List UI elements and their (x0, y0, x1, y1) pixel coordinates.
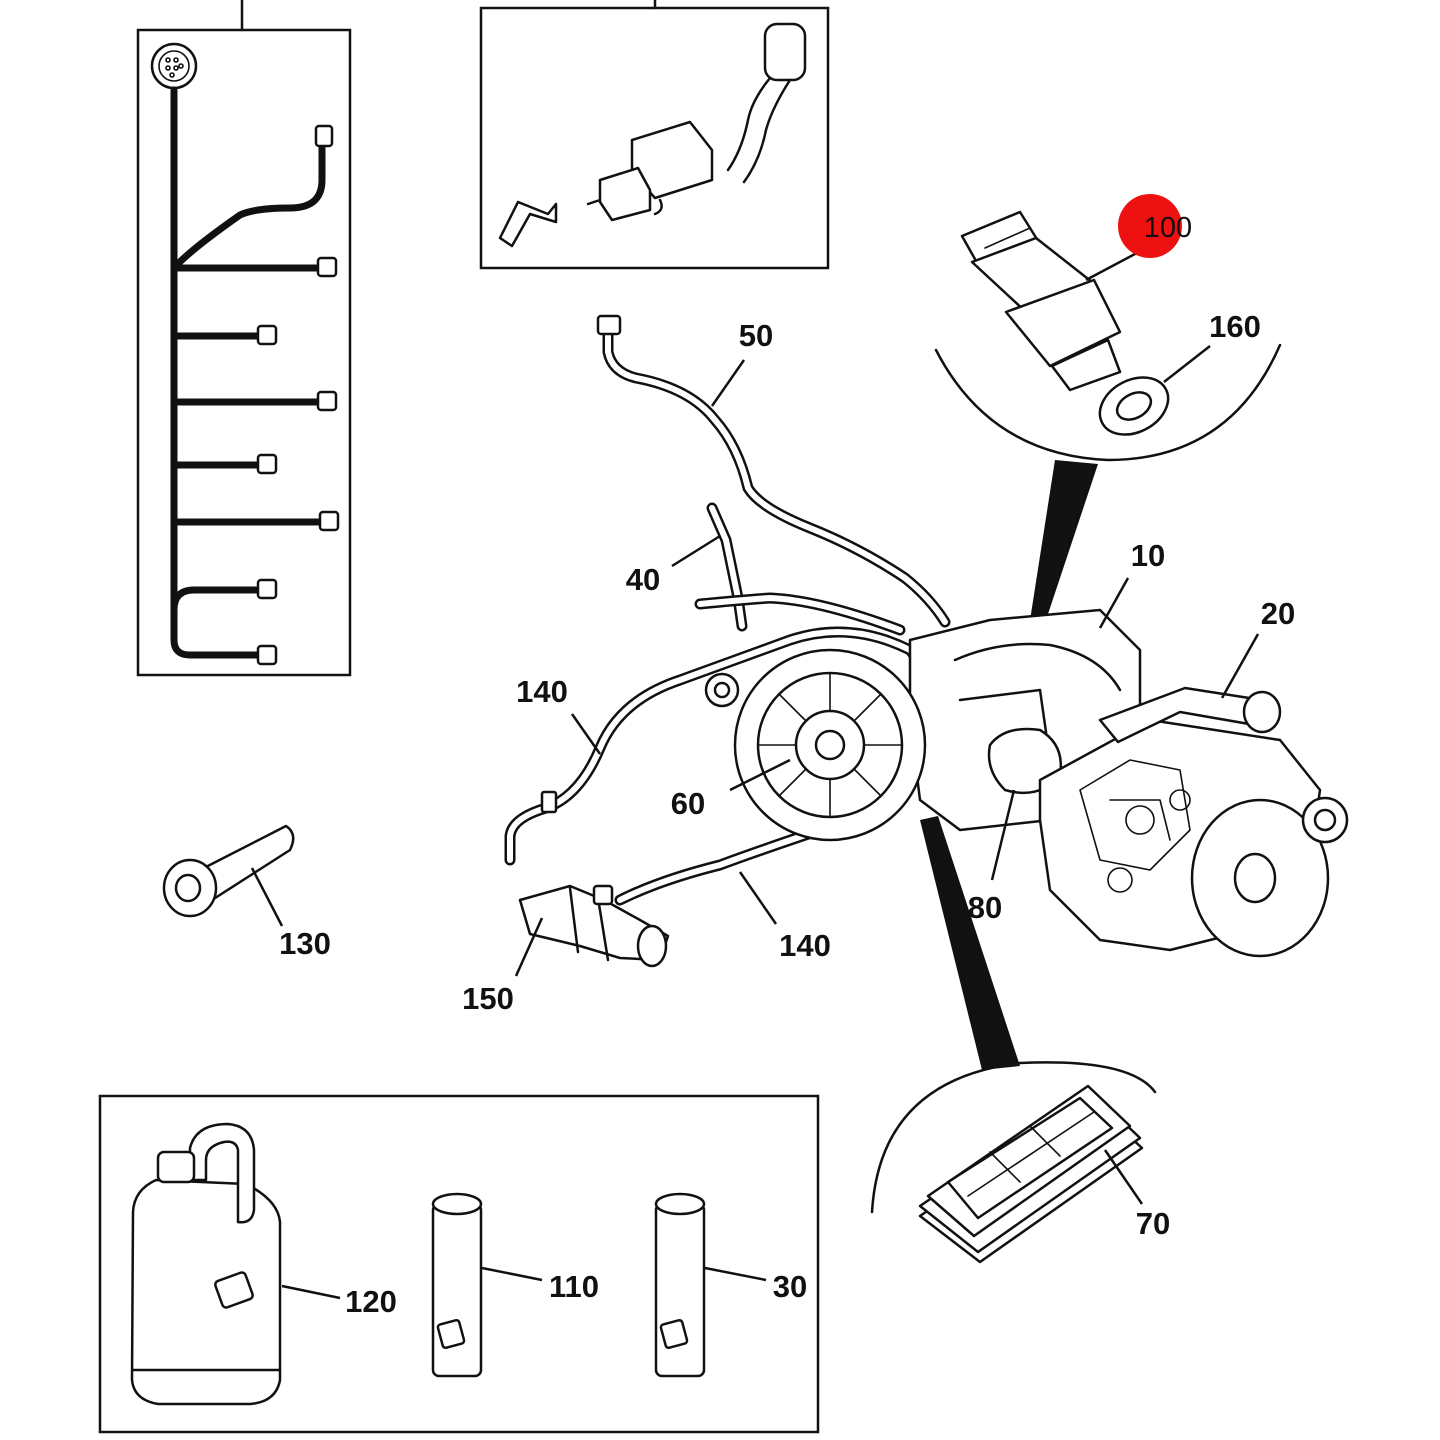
sensor-inset (479, 0, 830, 270)
callout-30: 30 (773, 1269, 807, 1304)
callout-80: 80 (968, 890, 1002, 925)
callout-150: 150 (462, 981, 514, 1016)
grommet-detail (870, 816, 1157, 1264)
consumables-inset (98, 1094, 820, 1434)
callout-labels: 50 160 10 40 20 140 60 80 130 140 150 70… (279, 309, 1295, 1319)
oil-container-icon (130, 1122, 282, 1406)
pressure-switch-icon (960, 210, 1122, 392)
callout-110: 110 (549, 1269, 599, 1304)
callout-130: 130 (279, 926, 331, 961)
sealant-tube-icon (431, 1192, 483, 1378)
callout-60: 60 (671, 786, 705, 821)
grommet-icon (918, 1084, 1144, 1264)
callout-20: 20 (1261, 596, 1295, 631)
sealing-washer-icon (1098, 376, 1170, 436)
callout-10: 10 (1131, 538, 1165, 573)
leader-lines (514, 359, 1260, 977)
callout-160: 160 (1209, 309, 1261, 344)
callout-70: 70 (1136, 1206, 1170, 1241)
bracket-icon (498, 200, 558, 248)
detail-pointer (920, 816, 1020, 1070)
sealant-tube-icon (654, 1192, 706, 1378)
bolt-icon (162, 824, 295, 927)
callout-40: 40 (626, 562, 660, 597)
callout-120: 120 (345, 1284, 397, 1319)
callout-140-upper: 140 (516, 674, 568, 709)
callout-50: 50 (739, 318, 773, 353)
highlight-circle (1118, 194, 1182, 258)
sensor-cable-icon (586, 22, 807, 222)
connector-plug-icon (150, 42, 198, 90)
transmission-icon (504, 314, 1349, 968)
highlight-label: 100 (1144, 212, 1192, 244)
highlight-marker[interactable]: 100 (1118, 194, 1192, 258)
wiring-harness-inset (136, 0, 352, 677)
callout-140-lower: 140 (779, 928, 831, 963)
harness-connector-icon (256, 124, 340, 666)
